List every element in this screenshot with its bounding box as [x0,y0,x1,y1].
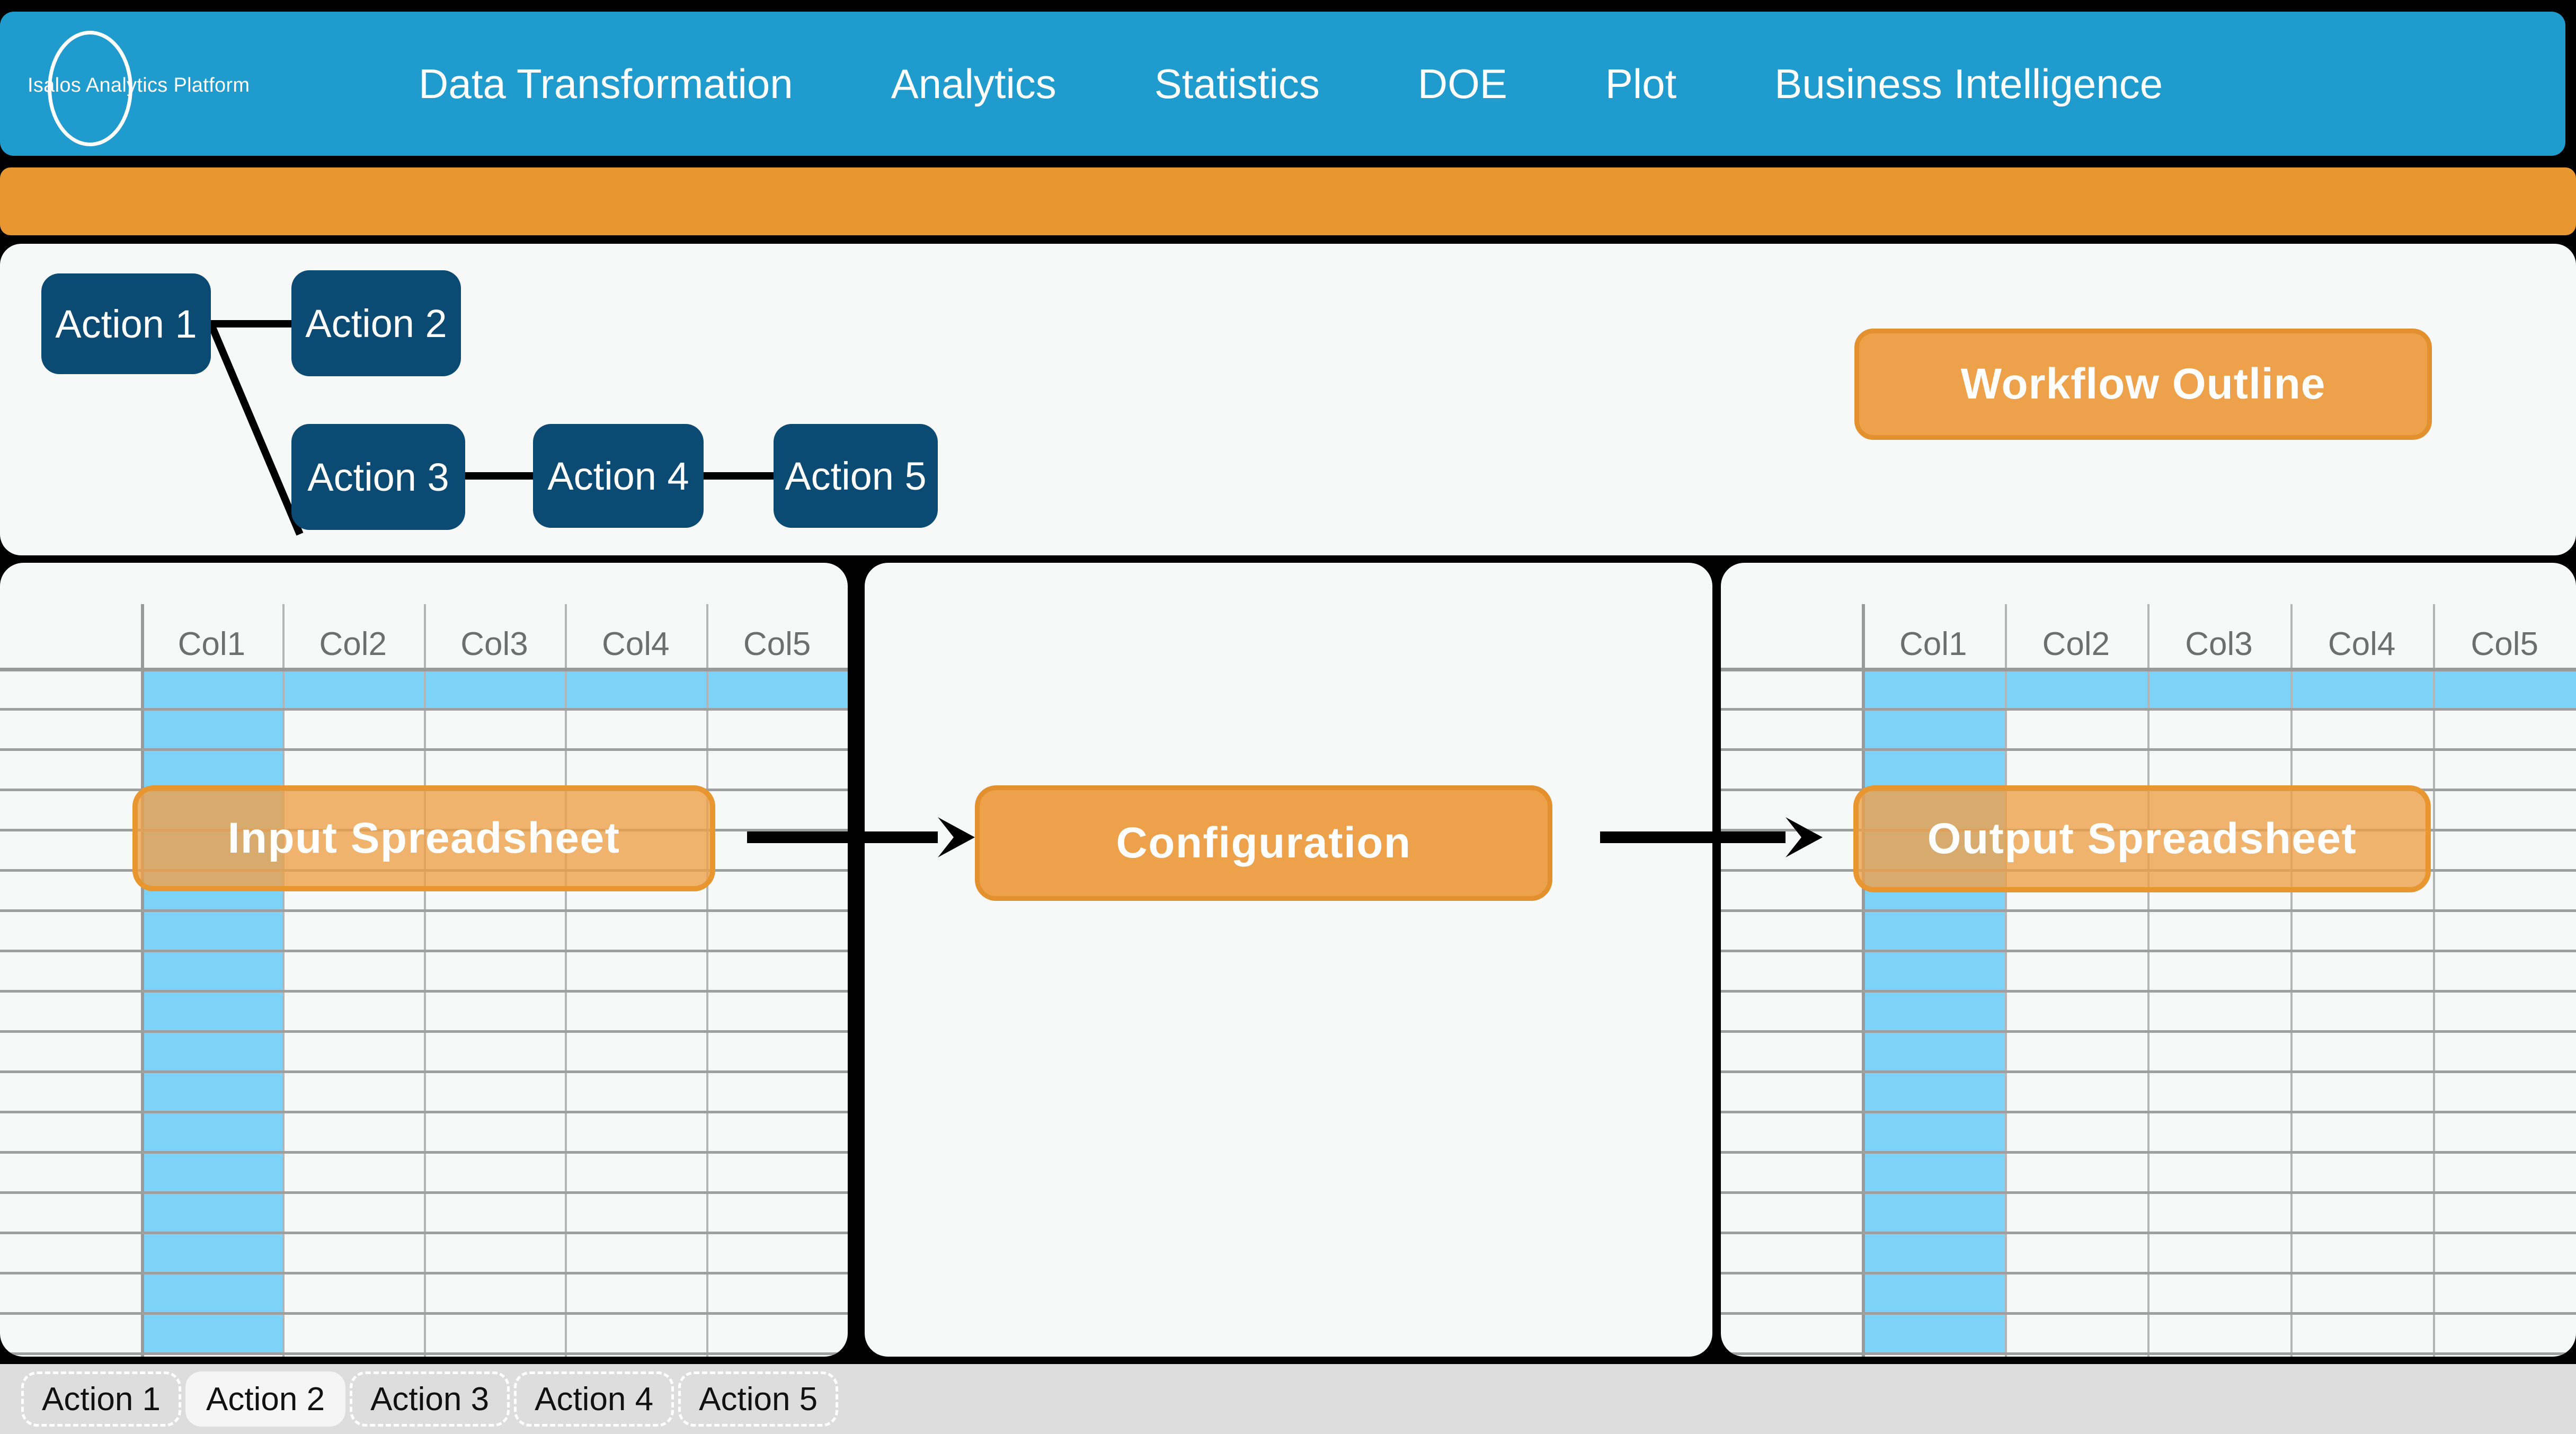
column-divider [423,604,426,1357]
column-divider [2290,604,2293,1357]
brand-logo[interactable]: Isalos Analytics Platform [0,12,270,156]
column-header-col1[interactable]: Col1 [1899,625,1967,662]
configuration-button[interactable]: Configuration [975,785,1552,901]
row-divider [1721,1352,2576,1355]
row-divider [1721,950,2576,952]
column-header-col4[interactable]: Col4 [2328,625,2396,662]
row-divider [0,1111,848,1113]
column-header-col5[interactable]: Col5 [2471,625,2538,662]
column-divider [706,604,709,1357]
nav-item-statistics[interactable]: Statistics [1154,60,1320,107]
column-divider [565,604,567,1357]
row-divider [0,1070,848,1073]
row-divider [1721,748,2576,751]
row-divider [0,1191,848,1194]
row-divider [1721,1272,2576,1274]
row-divider [1721,909,2576,912]
column-header-col4[interactable]: Col4 [602,625,670,662]
column-header-col2[interactable]: Col2 [319,625,387,662]
column-divider [2433,604,2436,1357]
tab-action-3[interactable]: Action 3 [350,1371,510,1427]
ellipse-logo-icon [48,31,132,146]
column-header-col5[interactable]: Col5 [743,625,811,662]
row-divider [1721,1070,2576,1073]
column-divider [2004,604,2007,1357]
input-spreadsheet-grid[interactable]: Col1 Col2 Col3 Col4 Col5 [0,563,848,1357]
row-divider [0,990,848,993]
row-header-divider [1862,604,1865,1357]
row-divider [1721,990,2576,993]
column-header-col2[interactable]: Col2 [2042,625,2110,662]
row-divider [1721,1030,2576,1033]
configuration-panel [865,563,1712,1357]
input-spreadsheet-button[interactable]: Input Spreadsheet [132,785,715,891]
action-tabbar: Action 1 Action 2 Action 3 Action 4 Acti… [0,1364,2576,1434]
output-spreadsheet-grid[interactable]: Col1 Col2 Col3 Col4 Col5 [1721,563,2576,1357]
row-divider [0,748,848,751]
row-divider [1721,1151,2576,1154]
brand-name: Isalos Analytics Platform [28,74,250,96]
row-divider [0,1272,848,1274]
row-divider [0,1232,848,1234]
highlighted-column [141,668,282,1352]
row-divider [0,1151,848,1154]
main-nav: Data Transformation Analytics Statistics… [419,63,2163,104]
nav-item-business-intelligence[interactable]: Business Intelligence [1774,60,2163,107]
row-divider [0,950,848,952]
row-divider [0,708,848,711]
tab-action-5[interactable]: Action 5 [678,1371,839,1427]
row-divider [1721,1232,2576,1234]
output-spreadsheet-button[interactable]: Output Spreadsheet [1853,785,2431,892]
workflow-node-action3[interactable]: Action 3 [291,424,465,530]
workflow-outline-button[interactable]: Workflow Outline [1854,329,2432,440]
column-divider [2147,604,2150,1357]
tab-action-4[interactable]: Action 4 [514,1371,674,1427]
workflow-node-action5[interactable]: Action 5 [774,424,938,528]
nav-item-doe[interactable]: DOE [1417,60,1507,107]
column-header-col3[interactable]: Col3 [2185,625,2253,662]
workflow-node-action1[interactable]: Action 1 [41,273,211,374]
row-divider [0,1030,848,1033]
workflow-node-action4[interactable]: Action 4 [533,424,704,528]
output-spreadsheet-panel: Col1 Col2 Col3 Col4 Col5 Output Spreadsheet [1721,563,2576,1357]
header-underline [0,668,848,671]
column-divider [282,604,285,1357]
tab-action-1[interactable]: Action 1 [21,1371,182,1427]
row-divider [0,1312,848,1315]
row-divider [0,1352,848,1355]
nav-item-data-transformation[interactable]: Data Transformation [419,60,793,107]
tab-action-2[interactable]: Action 2 [185,1371,346,1427]
row-divider [1721,708,2576,711]
secondary-toolbar [0,167,2576,235]
nav-item-plot[interactable]: Plot [1605,60,1677,107]
row-divider [1721,1191,2576,1194]
workflow-node-action2[interactable]: Action 2 [291,270,461,376]
highlighted-column [1862,668,2005,1352]
row-divider [0,909,848,912]
panels-row: Col1 Col2 Col3 Col4 Col5 Input Spreadsheet C… [0,563,2576,1357]
column-header-col3[interactable]: Col3 [460,625,528,662]
row-header-divider [141,604,144,1357]
column-header-col1[interactable]: Col1 [177,625,246,662]
input-spreadsheet-panel: Col1 Col2 Col3 Col4 Col5 Input Spreadsheet [0,563,848,1357]
header-underline [1721,668,2576,671]
header-bar: Isalos Analytics Platform Data Transform… [0,12,2565,156]
row-divider [1721,1312,2576,1315]
row-divider [1721,1111,2576,1113]
nav-item-analytics[interactable]: Analytics [891,60,1056,107]
